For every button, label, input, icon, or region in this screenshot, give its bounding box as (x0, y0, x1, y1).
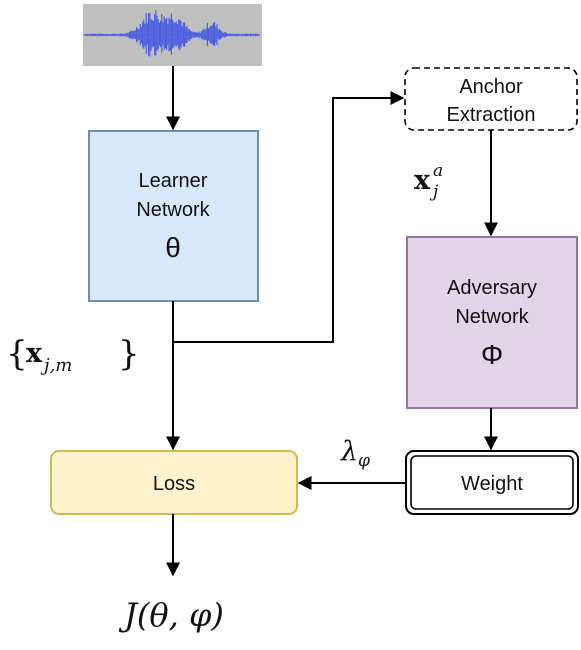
anchor-superscript: a (433, 161, 443, 181)
weight-label: Weight (461, 473, 523, 495)
theta-symbol: θ (165, 232, 181, 263)
phi-symbol: Φ (481, 339, 503, 370)
anchor-subscript: j (429, 182, 439, 202)
learner-label-line2: Network (136, 199, 210, 221)
learner-label-line1: Learner (139, 170, 208, 192)
anchor-x: x (414, 165, 431, 196)
adversary-label-line2: Network (455, 306, 529, 328)
lambda-subscript: φ (358, 451, 370, 471)
lambda-label: λ φ (340, 436, 370, 471)
audio-waveform-icon (83, 4, 262, 66)
embeddings-label: { x j,m } (6, 334, 140, 376)
lambda-symbol: λ (340, 436, 358, 467)
learner-network-box[interactable]: Learner Network θ (88, 130, 259, 302)
anchor-extraction-box[interactable]: Anchor Extraction (404, 67, 578, 131)
brace-close: } (118, 334, 140, 374)
embeddings-subscript: j,m (40, 355, 72, 376)
loss-label: Loss (153, 473, 195, 495)
adversary-network-box[interactable]: Adversary Network Φ (406, 236, 578, 409)
anchor-label-line1: Anchor (459, 76, 523, 98)
connectors (166, 66, 498, 577)
loss-box[interactable]: Loss (50, 450, 298, 515)
anchor-label-line2: Extraction (447, 104, 536, 126)
brace-open: { (6, 334, 28, 374)
adversary-label-line1: Adversary (447, 277, 537, 299)
weight-box[interactable]: Weight (405, 450, 579, 515)
embeddings-x: x (26, 338, 43, 369)
arrow-learner-to-anchor (173, 91, 405, 343)
anchor-embedding-label: x a j (414, 161, 443, 202)
objective-label: J(θ, φ) (118, 596, 224, 634)
